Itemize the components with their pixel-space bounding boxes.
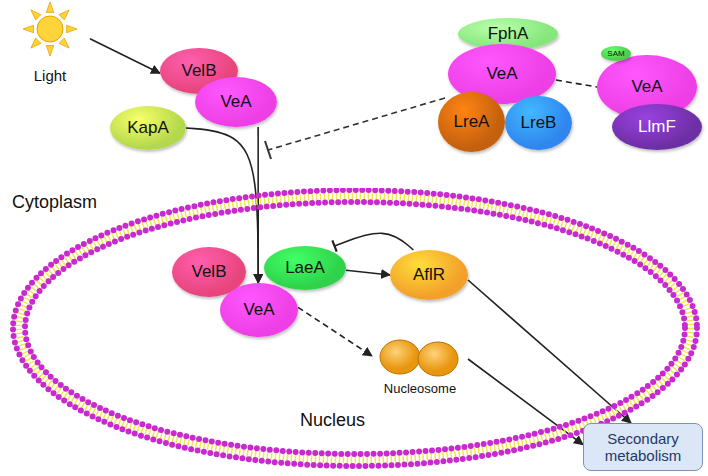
- protein-blob: KapA: [110, 106, 186, 150]
- connector: [346, 270, 390, 275]
- node-label: VeA: [631, 77, 662, 97]
- nucleosome: Nucleosome: [372, 338, 468, 398]
- cofactor-blob: SAM: [601, 46, 631, 61]
- node-label: Nucleosome: [384, 381, 456, 396]
- node-label: VelB: [182, 61, 217, 81]
- inhibition-line: [268, 98, 445, 150]
- node-label: FphA: [488, 24, 529, 44]
- node-label: VeA: [243, 300, 274, 320]
- protein-blob: LlmF: [612, 104, 702, 150]
- node-label: Light: [34, 67, 67, 84]
- protein-blob: VeA: [195, 77, 277, 127]
- node-label: AflR: [413, 265, 445, 285]
- node-label: SAM: [607, 49, 624, 58]
- inhibition-bar: [265, 141, 271, 159]
- node-label: LreB: [521, 113, 557, 133]
- node-label: Secondary metabolism: [592, 430, 694, 465]
- node-label: LlmF: [638, 117, 676, 137]
- node-label: LreA: [454, 112, 490, 132]
- connector: [335, 233, 414, 250]
- nucleosome-icon: [372, 338, 468, 378]
- sun-icon: [10, 0, 90, 62]
- connector: [298, 307, 372, 356]
- region-label: Cytoplasm: [12, 192, 97, 213]
- connector: [556, 80, 597, 87]
- node-label: VeA: [486, 64, 517, 84]
- node-label: VeA: [220, 92, 251, 112]
- protein-blob: VeA: [220, 283, 298, 337]
- node-label: KapA: [127, 118, 169, 138]
- protein-blob: AflR: [390, 250, 468, 300]
- connector: [468, 359, 583, 445]
- node-label: VelB: [192, 262, 227, 282]
- protein-blob: LaeA: [264, 246, 346, 290]
- connector: [90, 39, 160, 74]
- node-label: LaeA: [285, 258, 325, 278]
- connector: [468, 280, 631, 423]
- node-label: Nucleus: [300, 410, 365, 431]
- protein-blob: LreB: [505, 96, 572, 150]
- protein-blob: LreA: [438, 92, 505, 152]
- light-source: Light: [10, 0, 90, 86]
- output-box: Secondary metabolism: [583, 423, 703, 471]
